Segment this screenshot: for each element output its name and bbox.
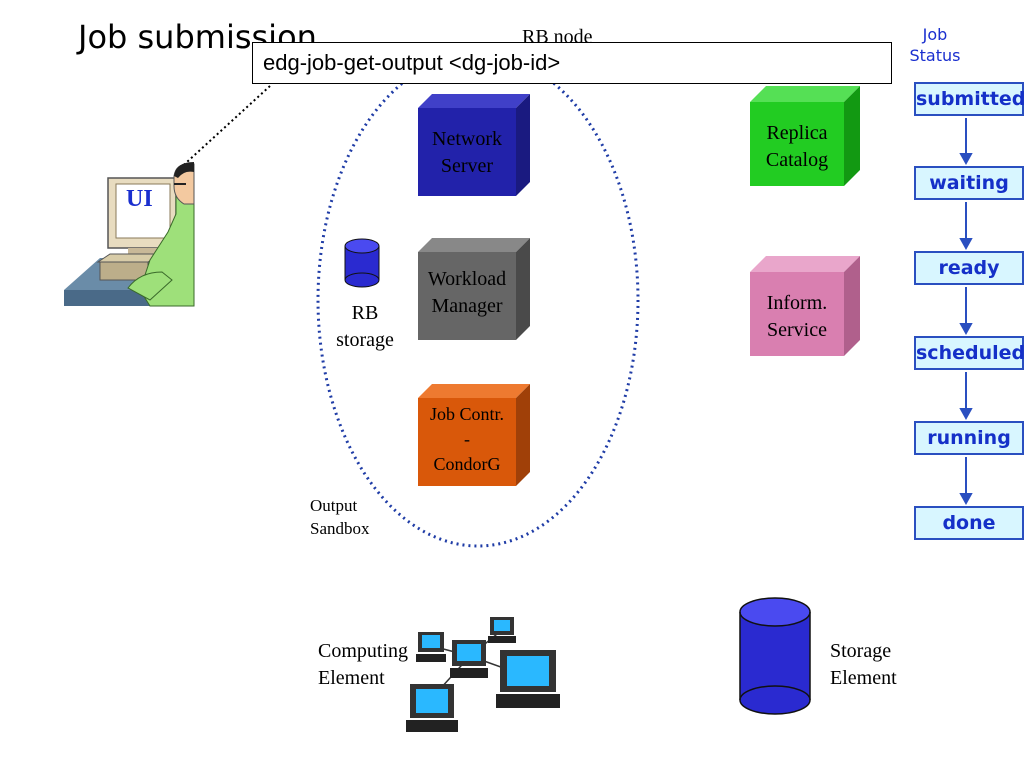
- computer-bottom: [406, 684, 458, 732]
- status-waiting: waiting: [914, 166, 1024, 200]
- computer-medium: [450, 640, 488, 678]
- status-arrows: [959, 118, 973, 506]
- ui-user-illustration: [64, 162, 195, 307]
- job-controller-cube: [418, 384, 530, 486]
- computer-small-1: [416, 632, 446, 662]
- network-server-cube: [418, 94, 530, 196]
- job-controller-label: Job Contr.-CondorG: [429, 404, 504, 474]
- status-done: done: [914, 506, 1024, 540]
- status-running: running: [914, 421, 1024, 455]
- computing-element-network: [406, 617, 560, 732]
- status-submitted: submitted: [914, 82, 1024, 116]
- command-pointer-line: [175, 85, 271, 173]
- status-ready: ready: [914, 251, 1024, 285]
- storage-element-cylinder: [739, 597, 811, 715]
- rb-storage-cylinder: [344, 238, 380, 288]
- ui-label: UI: [126, 186, 153, 212]
- computer-large: [496, 650, 560, 708]
- inform-service-label: Inform.Service: [766, 292, 828, 341]
- status-scheduled: scheduled: [914, 336, 1024, 370]
- replica-catalog-cube: [750, 86, 860, 186]
- computer-small-2: [488, 617, 516, 643]
- workload-manager-cube: [418, 238, 530, 340]
- inform-service-cube: [750, 256, 860, 356]
- command-box: edg-job-get-output <dg-job-id>: [252, 42, 892, 84]
